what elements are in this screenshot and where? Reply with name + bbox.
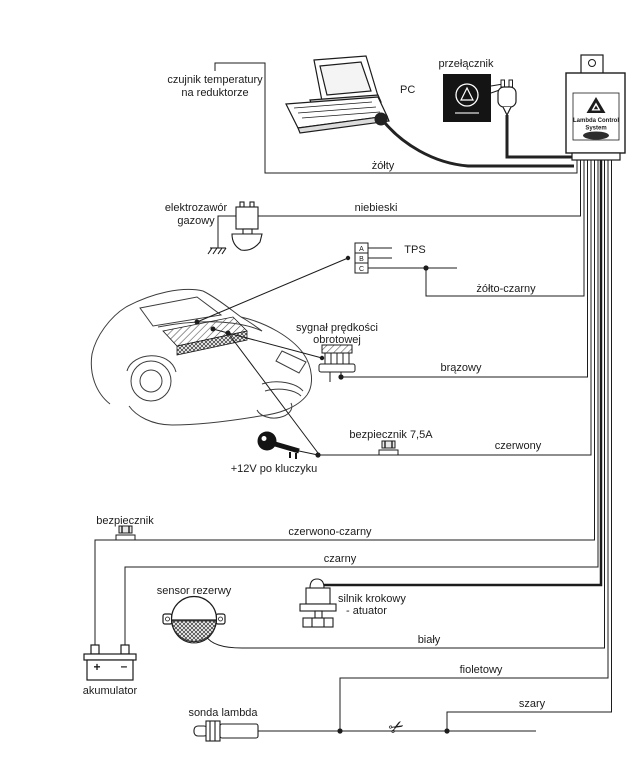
switch-module-icon (443, 74, 517, 122)
stepper-line2: - atuator (346, 605, 387, 617)
reserve-sensor-label: sensor rezerwy (157, 585, 232, 597)
temp-sensor-line1: czujnik temperatury (167, 74, 263, 86)
switch-label: przełącznik (438, 58, 494, 70)
lambda-probe-icon (193, 720, 259, 742)
gas-valve-labels: elektrozawór gazowy (165, 202, 228, 227)
car-ecu-box (162, 316, 248, 356)
fuse-75a-icon (378, 440, 399, 456)
rpm-line1: sygnał prędkości (296, 322, 378, 334)
wire-label-white: biały (418, 634, 441, 646)
wire-gray (446, 160, 612, 731)
control-unit-connector (571, 152, 621, 161)
pc-cable (383, 122, 574, 168)
control-unit-hole (588, 59, 596, 67)
tps-pin-a: A (359, 246, 364, 253)
gas-valve-icon (231, 201, 263, 251)
junction-dot (338, 374, 344, 380)
wire-blue (217, 160, 581, 248)
wire-yellow (214, 62, 578, 174)
leader-dot (210, 326, 216, 332)
tps-connector: A B C (354, 242, 457, 274)
wire-black (124, 160, 599, 645)
wire-label-yellow-black: żółto-czarny (476, 283, 536, 295)
temp-sensor-label: czujnik temperatury na reduktorze (167, 74, 263, 99)
wire-yellow-black (425, 160, 585, 297)
ignition-12v-label: +12V po kluczyku (231, 463, 318, 475)
junction-dot (315, 452, 321, 458)
wire-red (298, 160, 592, 456)
fuse-75a-label: bezpiecznik 7,5A (349, 429, 433, 441)
wire-label-yellow: żółty (372, 160, 395, 172)
wire-label-gray: szary (519, 698, 546, 710)
stepper-line1: silnik krokowy (338, 593, 406, 605)
wire-white (205, 160, 605, 649)
temp-sensor-line2: na reduktorze (181, 87, 248, 99)
pc-laptop-icon (285, 55, 390, 134)
control-unit-name-line2: System (585, 126, 606, 132)
wire-label-red-black: czerwono-czarny (288, 526, 372, 538)
leader-dot (194, 319, 200, 325)
leader-dot (319, 355, 325, 361)
battery-label: akumulator (83, 685, 138, 697)
tps-pin-b: B (359, 256, 364, 263)
wire-label-black: czarny (324, 553, 357, 565)
wire-brown (341, 160, 588, 378)
rpm-signal-labels: sygnał prędkości obrotowej (296, 322, 378, 346)
pc-label: PC (400, 84, 415, 96)
control-unit-badge (583, 131, 609, 140)
car-illustration (90, 288, 312, 426)
junction-dot (444, 728, 450, 734)
lambda-probe-label: sonda lambda (188, 707, 258, 719)
switch-cable (505, 115, 574, 159)
stepper-motor-icon (299, 578, 337, 628)
wire-label-brown: brązowy (441, 362, 482, 374)
leader-dot (345, 255, 351, 261)
fuse-label: bezpiecznik (96, 515, 154, 527)
battery-icon (83, 644, 137, 681)
stepper-motor-labels: silnik krokowy - atuator (338, 593, 406, 617)
tps-label: TPS (404, 244, 425, 256)
rpm-line2: obrotowej (313, 334, 361, 346)
reserve-sensor-gauge-icon (162, 595, 226, 644)
junction-dot (337, 728, 343, 734)
wire-label-blue: niebieski (355, 202, 398, 214)
wire-red-black (94, 160, 595, 645)
wire-stepper-thick (324, 160, 603, 587)
scissors-icon: ✂ (385, 715, 408, 740)
fuse-icon (115, 525, 136, 541)
wire-label-violet: fioletowy (460, 664, 503, 676)
ground-icon (207, 247, 227, 255)
battery-minus: – (121, 659, 128, 673)
rpm-signal-coil-icon (318, 344, 356, 382)
control-unit-name-line1: Lambda Control (573, 118, 619, 124)
wire-violet (339, 160, 609, 731)
gas-valve-line1: elektrozawór (165, 202, 228, 214)
wire-label-red: czerwony (495, 440, 542, 452)
control-unit: Lambda Control System (565, 54, 626, 161)
leader-dot (225, 330, 231, 336)
ignition-key-icon (257, 431, 300, 459)
leader-lines (196, 257, 349, 454)
battery-plus: + (93, 660, 100, 674)
tps-pin-c: C (359, 266, 364, 273)
gas-valve-line2: gazowy (177, 215, 215, 227)
